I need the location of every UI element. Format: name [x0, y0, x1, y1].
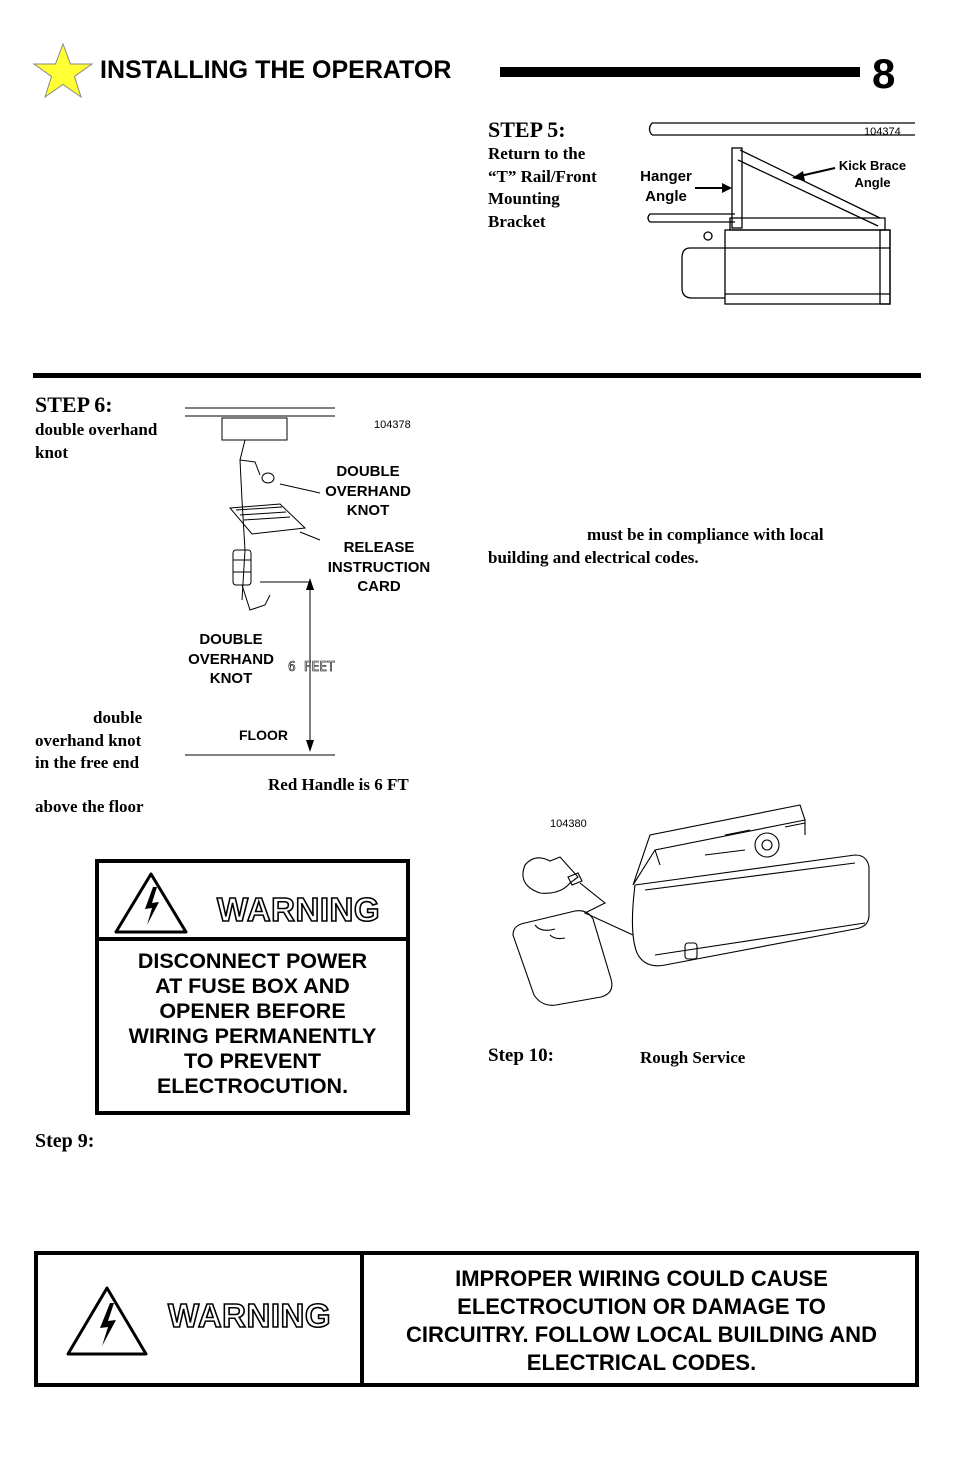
warning-message-line: WIRING PERMANENTLY	[128, 1024, 377, 1048]
warning2-message: IMPROPER WIRING COULD CAUSE ELECTROCUTIO…	[368, 1265, 915, 1377]
warning-box-wiring: WARNING IMPROPER WIRING COULD CAUSE ELEC…	[34, 1251, 919, 1387]
floor-label: FLOOR	[239, 727, 288, 743]
step10-figure-id: 104380	[550, 818, 587, 830]
hanger-angle-label: Hanger Angle	[630, 167, 702, 206]
top-knot-label: DOUBLE OVERHAND KNOT	[310, 462, 426, 521]
warning-header: WARNING	[99, 863, 406, 941]
star-icon	[32, 43, 94, 99]
above-floor-text: above the floor	[35, 797, 144, 816]
top-knot-line: KNOT	[346, 502, 390, 519]
warning-message-line: ELECTROCUTION.	[156, 1074, 349, 1098]
top-knot-line: OVERHAND	[325, 482, 411, 500]
kick-brace-label: Kick Brace Angle	[830, 157, 915, 191]
page-number: 8	[872, 50, 896, 97]
step6-heading: STEP 6:	[35, 392, 113, 417]
step5-text-line: Bracket	[488, 211, 546, 231]
top-knot-line: DOUBLE	[336, 463, 400, 480]
hanger-label-line: Angle	[645, 187, 687, 205]
step5-text: Return to the “T” Rail/Front Mounting Br…	[488, 143, 597, 233]
red-handle-text: Red Handle is 6 FT	[268, 775, 409, 794]
step9-heading: Step 9:	[35, 1130, 95, 1152]
step6-figure-id: 104378	[374, 419, 411, 431]
step5-bracket-illustration	[647, 122, 915, 305]
warning2-message-line: ELECTRICAL CODES.	[526, 1350, 757, 1375]
warning-title: WARNING	[216, 890, 380, 929]
warning-message: DISCONNECT POWER AT FUSE BOX AND OPENER …	[99, 949, 406, 1099]
step5-text-line: Mounting	[488, 189, 560, 208]
step5-text-line: “T” Rail/Front	[488, 166, 597, 186]
step6-text-line: double overhand	[35, 420, 158, 439]
free-end-line: overhand knot	[35, 730, 142, 750]
step10-text: Rough Service	[640, 1048, 746, 1067]
free-end-text: double overhand knot in the free end	[35, 707, 142, 775]
warning2-message-line: ELECTROCUTION OR DAMAGE TO	[457, 1294, 826, 1319]
warning2-title: WARNING	[167, 1296, 331, 1335]
kick-label-line: Kick Brace	[838, 158, 907, 173]
free-end-line: in the free end	[35, 753, 140, 772]
bottom-knot-line: KNOT	[209, 670, 253, 687]
warning2-message-line: IMPROPER WIRING COULD CAUSE	[455, 1266, 828, 1291]
card-label-line: CARD	[357, 578, 401, 595]
warning-message-line: TO PREVENT	[184, 1049, 321, 1073]
warning-message-line: OPENER BEFORE	[159, 999, 346, 1023]
step5-heading: STEP 5:	[488, 117, 566, 142]
step6-text: double overhand knot	[35, 419, 157, 464]
bottom-knot-label: DOUBLE OVERHAND KNOT	[175, 630, 287, 689]
header-rule	[500, 67, 860, 77]
step5-text-line: Return to the	[488, 144, 586, 163]
warning-message-line: AT FUSE BOX AND	[155, 974, 350, 998]
step6-rope-illustration	[185, 407, 335, 756]
free-end-line: double	[93, 708, 143, 727]
warning-box-disconnect: WARNING DISCONNECT POWER AT FUSE BOX AND…	[95, 859, 410, 1115]
bottom-knot-line: OVERHAND	[188, 650, 274, 668]
card-label-line: RELEASE	[343, 539, 415, 556]
release-card-label: RELEASE INSTRUCTION CARD	[318, 538, 440, 597]
hanger-label-line: Hanger	[640, 168, 692, 185]
compliance-line1: must be in compliance with local	[587, 525, 824, 544]
compliance-line2: building and electrical codes.	[488, 548, 699, 567]
warning2-left: WARNING	[38, 1255, 364, 1383]
light-bulb-illustration	[512, 804, 870, 1006]
bottom-knot-line: DOUBLE	[199, 631, 263, 648]
step6-text-line: knot	[35, 442, 69, 462]
electric-hazard-icon	[66, 1286, 148, 1356]
card-label-line: INSTRUCTION	[327, 558, 431, 576]
warning2-message-line: CIRCUITRY. FOLLOW LOCAL BUILDING AND	[406, 1322, 877, 1347]
kick-label-line: Angle	[854, 175, 891, 190]
six-feet-label: 6 FEET	[288, 660, 336, 676]
electric-hazard-icon	[114, 872, 188, 934]
warning-message-line: DISCONNECT POWER	[137, 949, 368, 973]
step10-heading: Step 10:	[488, 1045, 554, 1066]
section-divider	[33, 373, 921, 378]
page-title: INSTALLING THE OPERATOR	[100, 56, 452, 84]
